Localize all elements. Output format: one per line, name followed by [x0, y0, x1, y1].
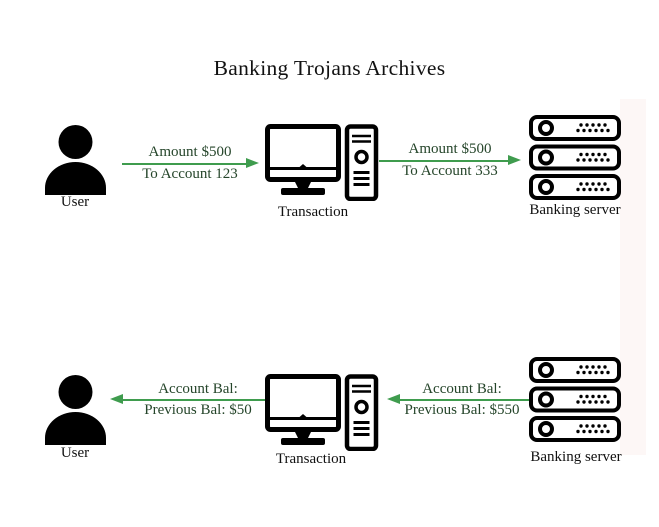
- flow-arrow-line: [123, 399, 267, 401]
- arrow-label-amount: Amount $500: [148, 144, 232, 160]
- arrow-label-amount: Amount $500: [408, 141, 492, 157]
- user-label: User: [60, 445, 90, 461]
- diagram-title: Banking Trojans Archives: [213, 56, 446, 80]
- flow-arrow-line: [122, 163, 247, 165]
- flow-arrow-head-right-icon: [508, 155, 521, 165]
- user-label: User: [60, 194, 90, 210]
- flow-arrow-line: [379, 160, 509, 162]
- desktop-computer-icon: [265, 374, 379, 451]
- banking-server-label: Banking server: [530, 449, 622, 465]
- flow-arrow-line: [400, 399, 530, 401]
- side-band: [620, 99, 646, 455]
- arrow-label-account-bal: Account Bal:: [158, 381, 238, 397]
- flow-arrow-head-right-icon: [246, 158, 259, 168]
- server-stack-icon: [529, 357, 621, 442]
- arrow-label-previous-bal: Previous Bal: $550: [404, 402, 520, 418]
- desktop-computer-icon: [265, 124, 379, 201]
- arrow-label-account-bal: Account Bal:: [422, 381, 502, 397]
- server-stack-icon: [529, 115, 621, 200]
- arrow-label-account: To Account 333: [402, 163, 498, 179]
- banking-server-label: Banking server: [529, 202, 621, 218]
- transaction-label: Transaction: [277, 204, 349, 220]
- flow-arrow-head-left-icon: [110, 394, 123, 404]
- flow-arrow-head-left-icon: [387, 394, 400, 404]
- arrow-label-previous-bal: Previous Bal: $50: [144, 402, 252, 418]
- transaction-label: Transaction: [275, 451, 347, 467]
- user-icon: [44, 375, 107, 445]
- arrow-label-account: To Account 123: [142, 166, 238, 182]
- user-icon: [44, 125, 107, 195]
